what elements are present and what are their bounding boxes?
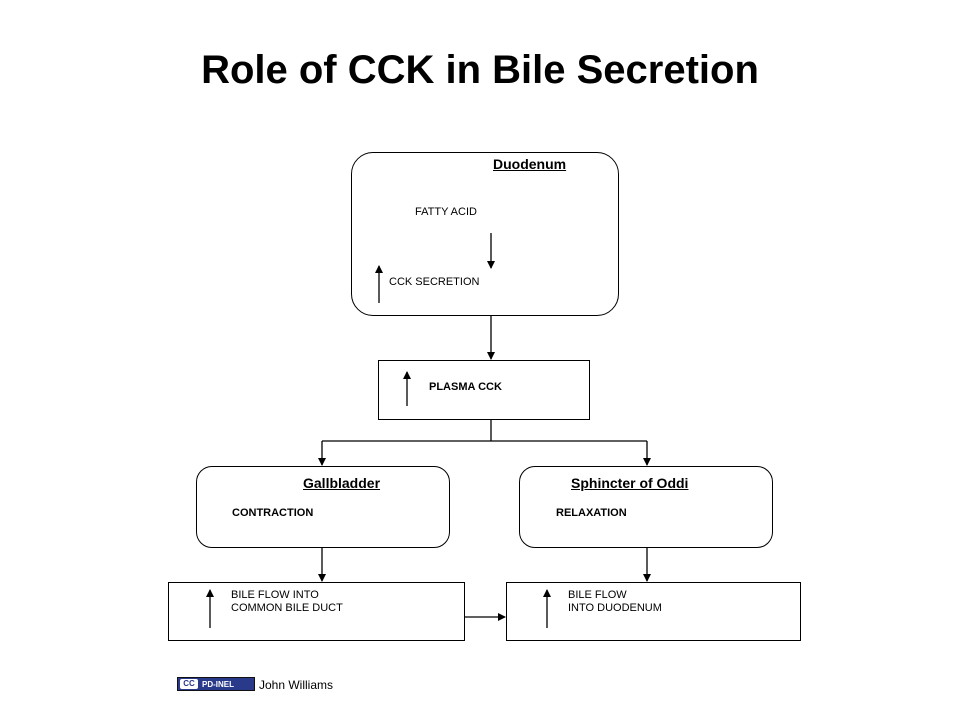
license-badge: CC PD-INEL (177, 677, 255, 691)
duodenum-heading: Duodenum (493, 156, 567, 172)
license-badge-label: PD-INEL (202, 680, 234, 689)
cc-icon: CC (180, 679, 198, 689)
cck-secretion-label: CCK SECRETION (389, 276, 480, 288)
relaxation-label: RELAXATION (556, 507, 627, 519)
contraction-label: CONTRACTION (232, 507, 314, 519)
sphincter-box (519, 466, 773, 548)
plasma-cck-label: PLASMA CCK (429, 381, 502, 393)
bile-duodenum-box (506, 582, 801, 641)
sphincter-heading: Sphincter of Oddi (571, 475, 689, 491)
gallbladder-box (196, 466, 450, 548)
bile-duodenum-label: BILE FLOW INTO DUODENUM (568, 589, 662, 614)
bile-duct-label: BILE FLOW INTO COMMON BILE DUCT (231, 589, 343, 614)
author-name: John Williams (259, 678, 334, 692)
plasma-cck-box (378, 360, 590, 420)
bile-duct-box (168, 582, 465, 641)
gallbladder-heading: Gallbladder (303, 475, 381, 491)
fatty-acid-label: FATTY ACID (415, 206, 477, 218)
page-title: Role of CCK in Bile Secretion (201, 48, 759, 92)
duodenum-box (351, 152, 619, 316)
